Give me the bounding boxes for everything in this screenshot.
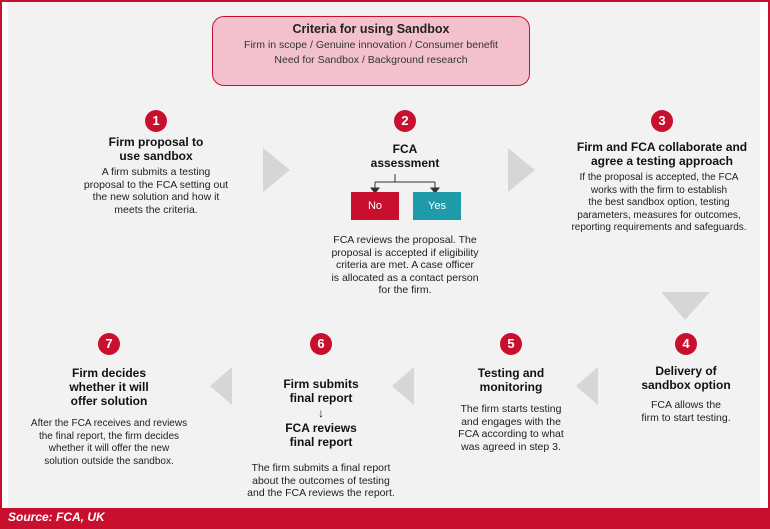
- step-5-badge: 5: [500, 333, 522, 355]
- criteria-line-2: Need for Sandbox / Background research: [274, 54, 468, 66]
- step-6-text: The firm submits a final report about th…: [247, 462, 395, 499]
- step-2-title: FCA assessment: [370, 142, 440, 170]
- step-3-badge: 3: [651, 110, 673, 132]
- step-2-badge: 2: [394, 110, 416, 132]
- step-6-title: Firm submits final report ↓ FCA reviews …: [251, 377, 391, 449]
- decision-yes: Yes: [413, 192, 461, 220]
- step-3-title: Firm and FCA collaborate and agree a tes…: [576, 140, 748, 168]
- step-1-badge: 1: [145, 110, 167, 132]
- arrow-2-to-3: [508, 148, 535, 192]
- step-5-text: The firm starts testing and engages with…: [458, 403, 564, 453]
- step-7-title: Firm decides whether it will offer solut…: [69, 366, 149, 408]
- arrow-3-to-4: [661, 292, 710, 320]
- arrow-4-to-5: [576, 367, 598, 405]
- source-footer: Source: FCA, UK: [2, 508, 768, 527]
- flow-arrows: [210, 148, 710, 405]
- step-2-text: FCA reviews the proposal. The proposal i…: [331, 234, 479, 296]
- step-1-text: A firm submits a testing proposal to the…: [83, 166, 229, 216]
- step-6-badge: 6: [310, 333, 332, 355]
- criteria-line-1: Firm in scope / Genuine innovation / Con…: [244, 39, 498, 51]
- decision-connector: [369, 174, 441, 194]
- criteria-box: Criteria for using Sandbox Firm in scope…: [212, 16, 530, 86]
- decision-no: No: [351, 192, 399, 220]
- step-1-title: Firm proposal to use sandbox: [108, 135, 204, 163]
- arrow-6-to-7: [210, 367, 232, 405]
- step-4-title: Delivery of sandbox option: [641, 364, 731, 392]
- step-4-text: FCA allows the firm to start testing.: [641, 399, 731, 424]
- step-7-text: After the FCA receives and reviews the f…: [30, 418, 188, 467]
- step-5-title: Testing and monitoring: [477, 366, 545, 394]
- step-4-badge: 4: [675, 333, 697, 355]
- step-6-arrow: ↓: [318, 406, 324, 420]
- arrow-5-to-6: [392, 367, 414, 405]
- arrow-1-to-2: [263, 148, 290, 192]
- step-7-badge: 7: [98, 333, 120, 355]
- source-label: Source: FCA, UK: [8, 510, 105, 524]
- diagram-panel: Criteria for using Sandbox Firm in scope…: [8, 2, 760, 508]
- step-3-text: If the proposal is accepted, the FCA wor…: [571, 172, 747, 233]
- criteria-title: Criteria for using Sandbox: [292, 22, 450, 36]
